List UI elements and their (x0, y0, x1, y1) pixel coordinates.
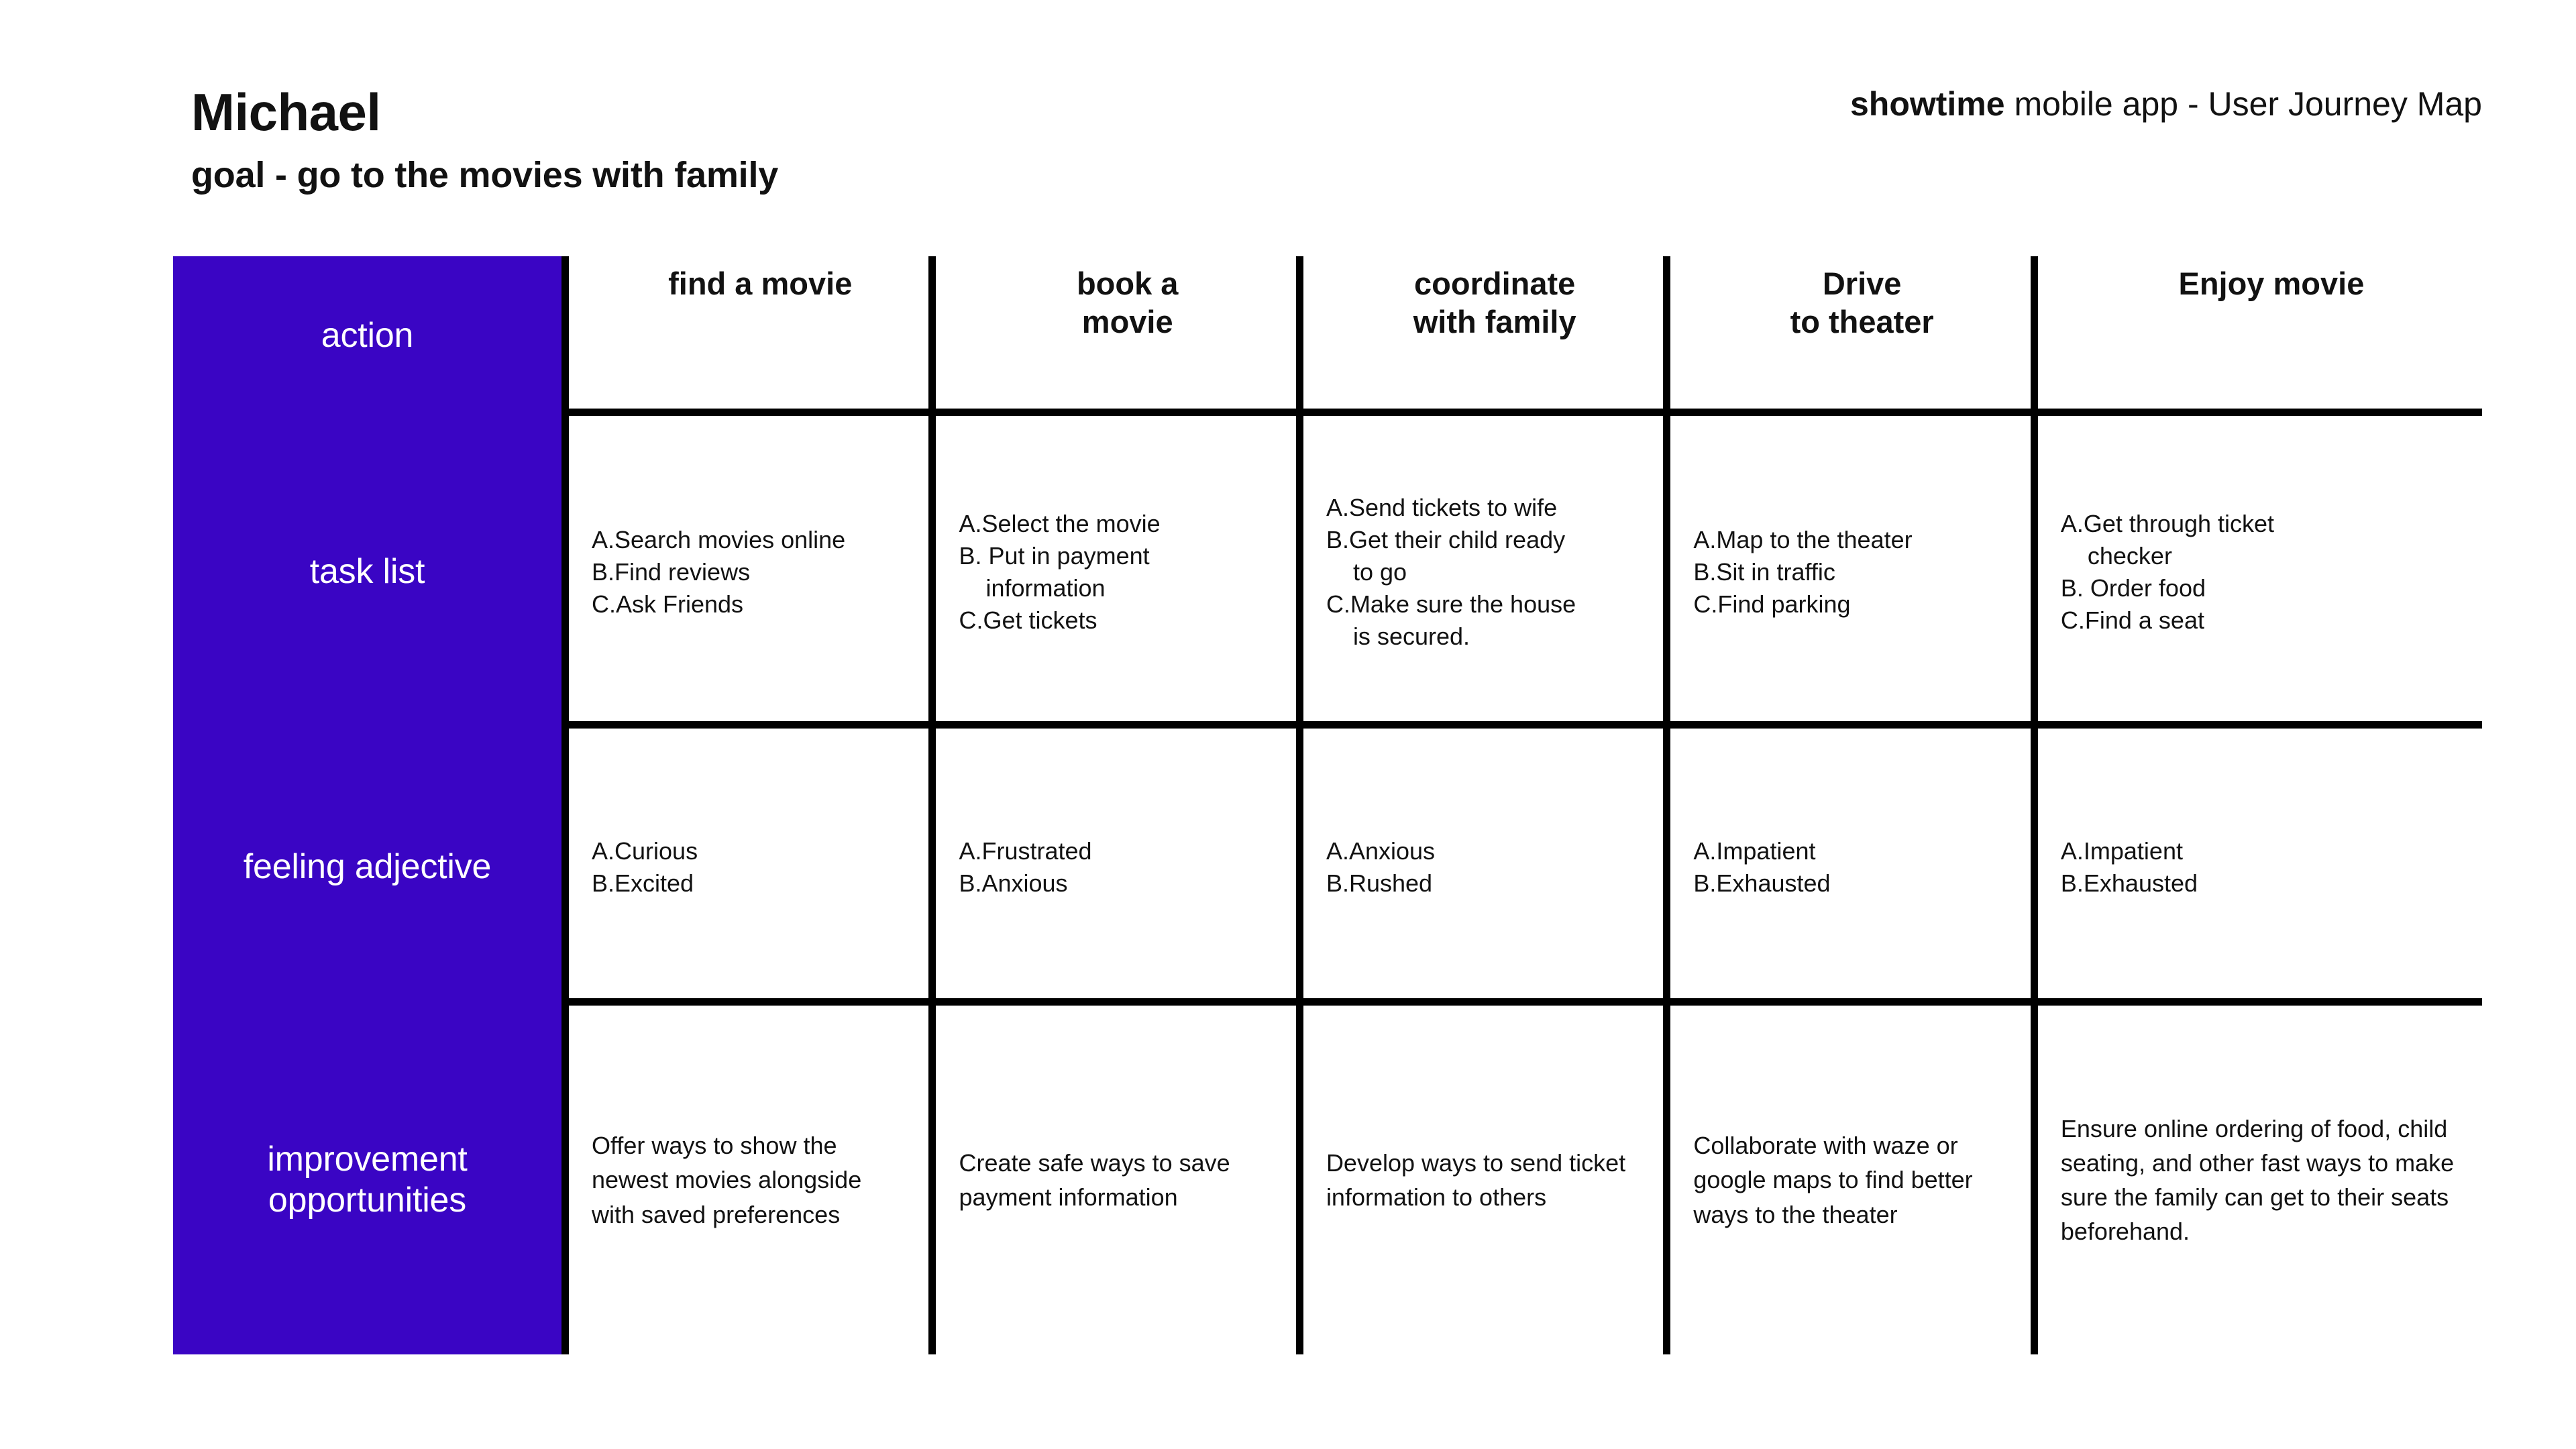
journey-row-improvement-opportunities: improvement opportunities Offer ways to … (173, 1006, 2482, 1354)
persona-block: Michael goal - go to the movies with fam… (191, 86, 778, 193)
task-item: A.Get through ticket (2060, 510, 2275, 538)
persona-goal: goal - go to the movies with family (191, 155, 779, 195)
row-label-text: improvement opportunities (267, 1139, 468, 1220)
task-list-cell-2: A.Select the movie B. Put in payment infor… (936, 416, 1303, 729)
task-item: information (985, 574, 1106, 602)
column-header-cell-5: Enjoy movie (2038, 256, 2482, 416)
row-label-feeling-adjective: feeling adjective (173, 729, 569, 1006)
task-item: checker (2087, 542, 2172, 570)
task-item: C.Ask Friends (592, 590, 744, 618)
feeling-item: B.Anxious (959, 869, 1068, 897)
task-item: C.Find a seat (2060, 606, 2204, 634)
column-header-cell-3: coordinate with family (1303, 256, 1671, 416)
feeling-item: B.Rushed (1326, 869, 1433, 897)
task-item: B.Get their child ready (1326, 526, 1566, 554)
improvement-cell-2: Create safe ways to save payment informa… (936, 1006, 1303, 1354)
document-subtitle: mobile app - User Journey Map (2004, 85, 2482, 123)
task-item: A.Search movies online (592, 526, 846, 554)
feeling-item: B.Excited (592, 869, 694, 897)
feeling-item: B.Exhausted (2060, 869, 2198, 897)
task-item: B. Order food (2060, 574, 2206, 602)
row-label-improvement-opportunities: improvement opportunities (173, 1006, 569, 1354)
task-item: B.Sit in traffic (1693, 558, 1835, 586)
task-item: B. Put in payment (959, 542, 1150, 570)
page-header: Michael goal - go to the movies with fam… (0, 0, 2576, 262)
column-header-text: Drive to theater (1790, 266, 1934, 340)
column-header-cell-4: Drive to theater (1670, 256, 2038, 416)
column-header-cell-2: book a movie (936, 256, 1303, 416)
task-item: C.Get tickets (959, 606, 1097, 634)
task-list-cell-5: A.Get through ticket checker B. Order food… (2038, 416, 2482, 729)
user-journey-map-grid: action find a movie book a movie coordin… (173, 256, 2482, 1354)
feeling-item: A.Curious (592, 837, 698, 865)
persona-name: Michael (191, 83, 381, 142)
improvement-cell-4: Collaborate with waze or google maps to … (1670, 1006, 2038, 1354)
task-item: A.Map to the theater (1693, 526, 1913, 554)
row-label-text: action (321, 316, 414, 356)
task-item: is secured. (1352, 622, 1470, 650)
feeling-item: A.Anxious (1326, 837, 1436, 865)
improvement-cell-3: Develop ways to send ticket information … (1303, 1006, 1671, 1354)
improvement-cell-5: Ensure online ordering of food, child se… (2038, 1006, 2482, 1354)
improvement-text: Collaborate with waze or google maps to … (1693, 1132, 1973, 1228)
feeling-item: A.Impatient (1693, 837, 1816, 865)
row-label-text: task list (309, 552, 425, 592)
task-item: to go (1352, 558, 1407, 586)
feeling-item: A.Frustrated (959, 837, 1092, 865)
task-item: A.Send tickets to wife (1326, 494, 1558, 522)
task-list: A.Get through ticket checker B. Order food… (2061, 508, 2274, 637)
improvement-text: Create safe ways to save payment informa… (959, 1148, 1230, 1211)
feeling-item: B.Exhausted (1693, 869, 1831, 897)
row-label-task-list: task list (173, 416, 569, 729)
column-header-text: find a movie (668, 266, 853, 301)
feeling-item: A.Impatient (2060, 837, 2183, 865)
row-label-action: action (173, 256, 569, 416)
journey-row-action: action find a movie book a movie coordin… (173, 256, 2482, 416)
column-header-text: coordinate with family (1413, 266, 1576, 340)
improvement-text: Develop ways to send ticket information … (1326, 1148, 1626, 1211)
column-header-cell-1: find a movie (569, 256, 936, 416)
improvement-text: Ensure online ordering of food, child se… (2060, 1114, 2455, 1246)
brand-name: showtime (1849, 85, 2005, 123)
task-item: C.Find parking (1693, 590, 1851, 618)
task-item: B.Find reviews (592, 558, 751, 586)
task-list: A.Select the movie B. Put in payment infor… (959, 508, 1160, 637)
task-item: C.Make sure the house (1326, 590, 1576, 618)
improvement-cell-1: Offer ways to show the newest movies alo… (569, 1006, 936, 1354)
column-header-text: Enjoy movie (2178, 266, 2365, 301)
document-title: showtime mobile app - User Journey Map (1850, 87, 2482, 121)
column-header-text: book a movie (1076, 266, 1179, 340)
task-item: A.Select the movie (959, 510, 1161, 538)
improvement-text: Offer ways to show the newest movies alo… (592, 1132, 862, 1228)
row-label-text: feeling adjective (243, 847, 492, 886)
